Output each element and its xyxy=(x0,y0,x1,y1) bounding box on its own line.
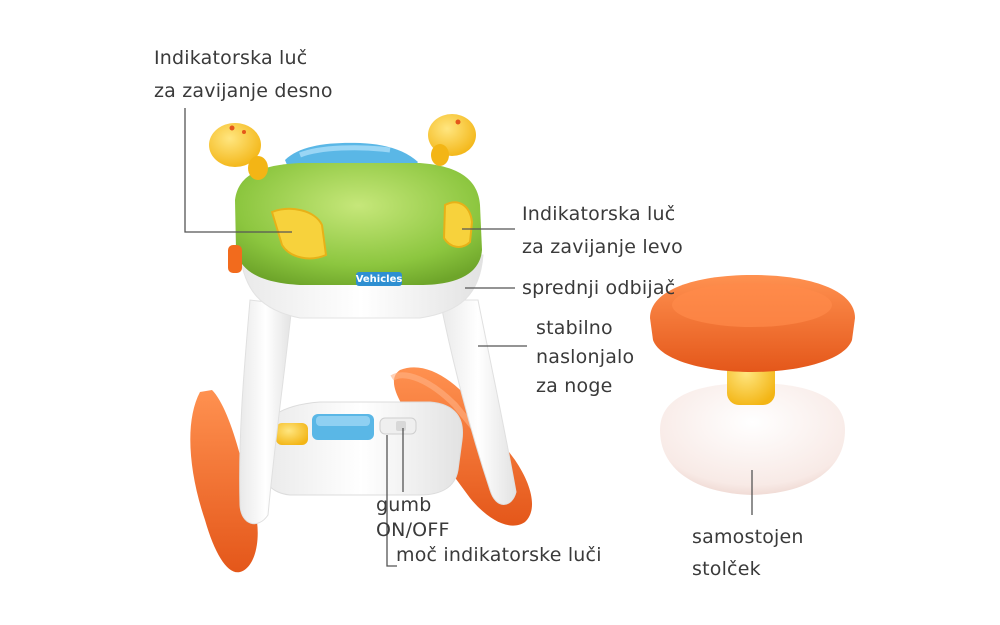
yellow-button xyxy=(276,423,308,445)
label-front-bumper: sprednji odbijač xyxy=(522,272,675,305)
callout-line-right-indicator xyxy=(184,108,292,233)
label-left-turn-indicator-line1: Indikatorska luč xyxy=(522,203,676,225)
label-stool-line1: samostojen xyxy=(692,526,804,548)
label-footrest: stabilno naslonjalo za noge xyxy=(536,314,634,401)
label-left-turn-indicator: Indikatorska luč za zavijanje levo xyxy=(522,198,683,264)
right-leg xyxy=(439,299,517,505)
label-stool-line2: stolček xyxy=(692,558,761,580)
left-turn-indicator-light xyxy=(442,201,474,248)
left-rocker xyxy=(190,390,258,573)
label-footrest-line1: stabilno xyxy=(536,317,613,339)
label-left-turn-indicator-line2: za zavijanje levo xyxy=(522,236,684,258)
label-right-turn-indicator-line2: za zavijanje desno xyxy=(154,80,333,102)
label-front-bumper-text: sprednji odbijač xyxy=(522,277,676,299)
label-power-button-line2: ON/OFF xyxy=(376,519,450,541)
label-right-turn-indicator: Indikatorska luč za zavijanje desno xyxy=(154,42,333,108)
callout-line-power xyxy=(386,435,397,567)
label-footrest-line3: za noge xyxy=(536,375,613,397)
left-leg xyxy=(239,299,293,525)
vehicles-badge-text: Vehicles xyxy=(356,274,403,285)
vehicles-badge xyxy=(356,272,402,286)
left-mirror xyxy=(428,114,476,166)
label-footrest-line2: naslonjalo xyxy=(536,346,635,368)
right-turn-indicator-light xyxy=(270,207,328,260)
label-right-turn-indicator-line1: Indikatorska luč xyxy=(154,47,308,69)
label-power-button-line1: gumb xyxy=(376,494,432,516)
label-power-button: gumb ON/OFF moč indikatorske luči xyxy=(376,493,602,568)
walker-toy: Vehicles xyxy=(190,114,533,573)
label-stool: samostojen stolček xyxy=(692,521,804,585)
right-mirror xyxy=(209,123,268,180)
label-power-button-line3: moč indikatorske luči xyxy=(396,544,602,566)
stool-base xyxy=(660,383,845,495)
stool xyxy=(650,275,855,495)
callout-lines xyxy=(184,108,753,567)
